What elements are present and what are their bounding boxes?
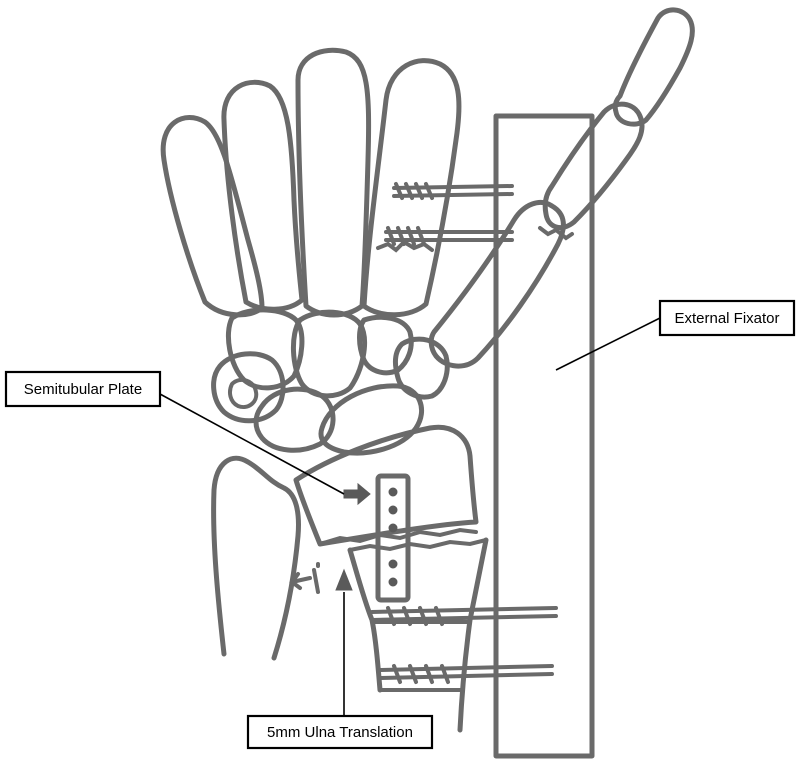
thumb (428, 7, 695, 369)
label-box-ulna-translation (246, 714, 434, 750)
fixator-pin-3 (370, 606, 558, 622)
ulna-translation-mark (289, 562, 320, 594)
thumb-fracture-line (538, 226, 574, 241)
triquetrum (211, 351, 286, 424)
label-ulna-translation: 5mm Ulna Translation (246, 714, 434, 750)
metacarpal-4 (221, 79, 305, 312)
label-text-external-fixator: External Fixator (674, 310, 779, 327)
translation-arrow-head (335, 568, 353, 591)
label-text-semitubular-plate: Semitubular Plate (24, 381, 142, 398)
plate-body (375, 473, 411, 603)
capitate (290, 309, 368, 399)
osteotomy-line-lower (348, 538, 488, 552)
ulna (211, 455, 320, 661)
label-text-ulna-translation: 5mm Ulna Translation (267, 724, 413, 741)
fixator-pin-1-thread (394, 182, 434, 200)
metacarpal-5 (160, 115, 265, 318)
leader-external-fixator (555, 317, 661, 371)
ulna-bone (211, 455, 301, 661)
fixator-pin-1 (392, 184, 514, 198)
external-fixator (370, 113, 595, 759)
plate-arrow (343, 482, 371, 506)
thumb-distal-phalanx (612, 7, 695, 127)
fixator-bar (493, 113, 595, 759)
label-box-semitubular-plate (4, 370, 162, 408)
osteotomy-line-upper (318, 527, 478, 546)
plate-hole-5 (388, 577, 398, 587)
fixator-pin-2-thread (386, 226, 426, 246)
leader-semitubular-plate (159, 393, 345, 495)
thumb-proximal-phalanx (542, 101, 645, 231)
plate-hole-1 (388, 487, 398, 497)
plate-hole-2 (388, 505, 398, 515)
plate-hole-4 (388, 559, 398, 569)
fixator-pin-4 (378, 664, 554, 680)
label-external-fixator: External Fixator (658, 299, 796, 337)
hamate (225, 307, 305, 391)
plate-hole-3 (388, 523, 398, 533)
scaphoid (318, 383, 425, 456)
fixator-pin-2 (384, 230, 514, 242)
label-box-external-fixator (658, 299, 796, 337)
label-semitubular-plate: Semitubular Plate (4, 370, 162, 408)
fixator-pin-4-thread (392, 664, 450, 684)
pisiform (228, 377, 259, 409)
lunate (253, 386, 336, 453)
thumb-metacarpal (428, 200, 566, 369)
metacarpal-2 (361, 58, 462, 318)
trapezium (392, 336, 450, 400)
semitubular-plate (343, 473, 411, 603)
carpals (211, 307, 450, 456)
fixator-pin-3-thread (386, 606, 444, 626)
metacarpal-3 (295, 47, 372, 318)
radius-shaft (347, 537, 489, 733)
